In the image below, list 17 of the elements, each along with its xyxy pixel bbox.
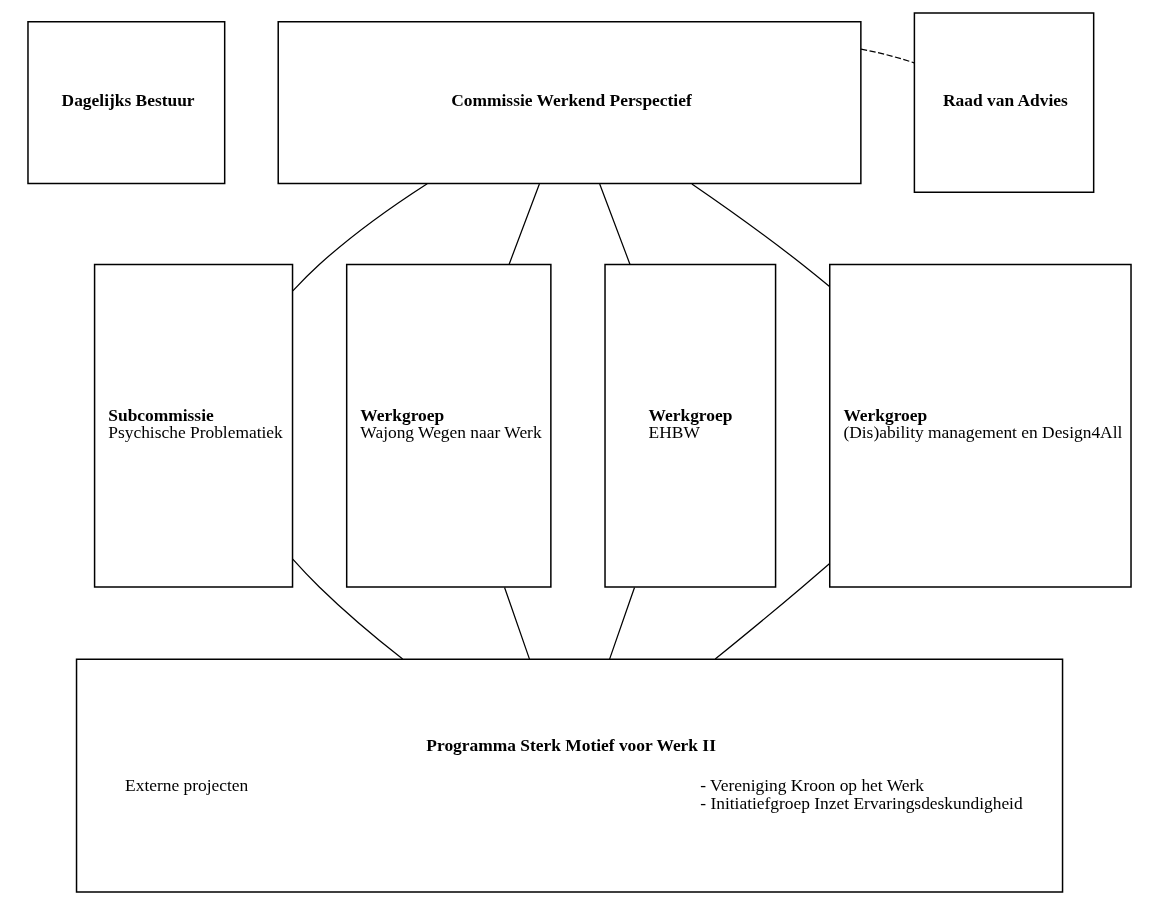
connector [608, 586, 635, 660]
node-box: Programma Sterk Motief voor Werk II Externe projecten - Vereniging Kroon op het Werk - Initiatiefgroep Inzet Ervaringsdeskundigheid [75, 658, 1063, 893]
node-box: Commissie Werkend Perspectief [276, 21, 862, 185]
connector [859, 48, 915, 64]
node-box: Subcommissie Psychische Problematiek [93, 263, 293, 588]
connector [291, 183, 428, 292]
connector [690, 183, 830, 288]
connector [503, 586, 530, 660]
connector [291, 558, 403, 660]
connector [598, 183, 631, 266]
node-box: Werkgroep Wajong Wegen naar Werk [345, 263, 552, 588]
node-box: Dagelijks Bestuur [26, 21, 225, 185]
node-box: Werkgroep (Dis)ability management en Design4All [828, 263, 1132, 588]
node-box: Werkgroep EHBW [603, 263, 776, 588]
connector [714, 563, 830, 660]
connector [507, 183, 540, 266]
node-box: Raad van Advies [913, 12, 1094, 194]
